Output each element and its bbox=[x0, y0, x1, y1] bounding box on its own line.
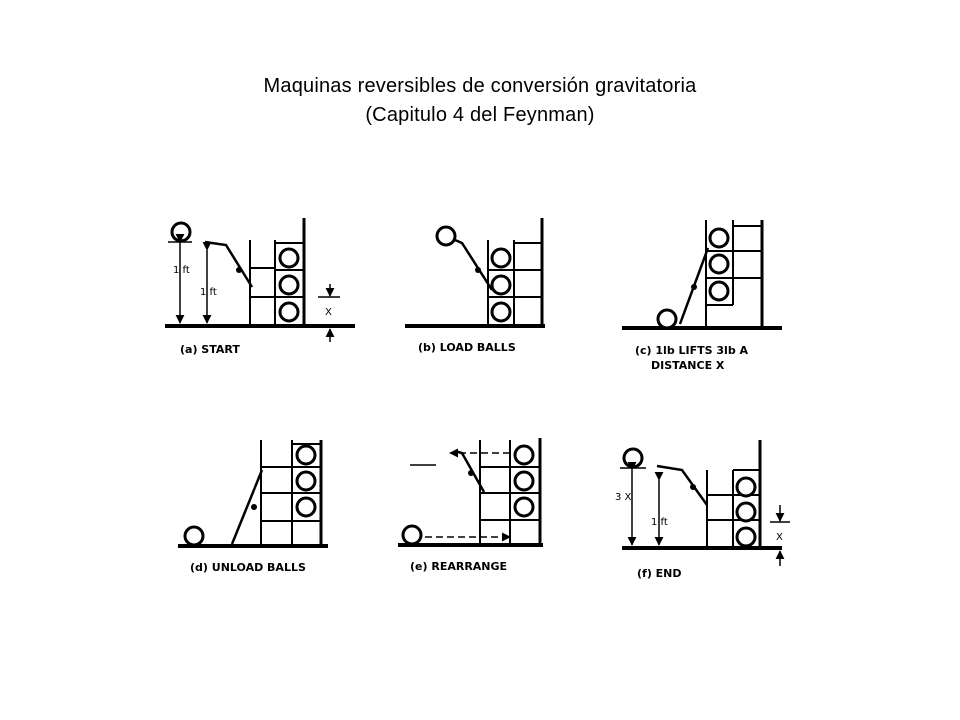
single-ball bbox=[435, 225, 457, 247]
lever bbox=[230, 469, 264, 545]
panel-d-unload-balls: (d) UNLOAD BALLS bbox=[178, 440, 328, 574]
shelf-rack bbox=[260, 440, 323, 546]
ground-bar bbox=[622, 546, 782, 550]
caption-d: (d) UNLOAD BALLS bbox=[190, 561, 306, 574]
panel-e-rearrange: (e) REARRANGE bbox=[398, 438, 543, 573]
balls-end bbox=[735, 476, 757, 548]
panel-c-lift: (c) 1lb LIFTS 3lb A DISTANCE X bbox=[622, 220, 782, 372]
lever-pivot bbox=[475, 267, 481, 273]
label-1ft-right: 1 ft bbox=[200, 287, 217, 298]
shelf-rack bbox=[487, 218, 544, 326]
lever-pivot bbox=[251, 504, 257, 510]
panel-b-load-balls: (b) LOAD BALLS bbox=[405, 218, 545, 354]
ground-bar bbox=[178, 544, 328, 548]
lever bbox=[454, 238, 494, 291]
single-ball bbox=[183, 525, 205, 547]
caption-f: (f) END bbox=[637, 567, 682, 580]
shelf-rack bbox=[479, 438, 542, 545]
ground-bar bbox=[622, 326, 782, 330]
dimension-3x bbox=[620, 461, 646, 546]
single-ball-lowered bbox=[656, 308, 678, 330]
title-line-1: Maquinas reversibles de conversión gravi… bbox=[263, 75, 697, 97]
balls-lifted bbox=[708, 227, 730, 302]
lever-pivot bbox=[468, 470, 474, 476]
caption-c-line2: DISTANCE X bbox=[651, 359, 725, 372]
caption-a: (a) START bbox=[180, 343, 240, 356]
dimension-x bbox=[318, 284, 340, 342]
label-1ft: 1 ft bbox=[651, 517, 668, 528]
lever-pivot bbox=[690, 484, 696, 490]
shelf-rack bbox=[249, 218, 306, 326]
panel-f-end: 3 X 1 ft X (f) END bbox=[615, 440, 790, 580]
label-1ft-left: 1 ft bbox=[173, 265, 190, 276]
title-line-2: (Capitulo 4 del Feynman) bbox=[365, 104, 595, 126]
single-ball bbox=[622, 447, 644, 469]
balls-on-lever bbox=[490, 247, 512, 323]
single-ball bbox=[170, 221, 192, 243]
lever bbox=[656, 464, 709, 506]
lever-pivot bbox=[236, 267, 242, 273]
balls-unloaded bbox=[295, 444, 317, 518]
label-x: X bbox=[325, 307, 332, 318]
label-3x: 3 X bbox=[615, 492, 632, 503]
rearrange-arrows bbox=[410, 448, 511, 542]
ground-bar bbox=[405, 324, 545, 328]
caption-e: (e) REARRANGE bbox=[410, 560, 507, 573]
lever-pivot bbox=[691, 284, 697, 290]
dimension-1ft-left bbox=[168, 233, 192, 324]
lever bbox=[204, 240, 254, 288]
shelf-rack bbox=[705, 220, 764, 328]
ground-bar bbox=[165, 324, 355, 328]
balls-rearranged bbox=[513, 444, 535, 518]
caption-b: (b) LOAD BALLS bbox=[418, 341, 516, 354]
ground-bar bbox=[398, 543, 543, 547]
panel-a-start: 1 ft 1 ft X (a) START bbox=[165, 218, 355, 356]
balls-in-rack bbox=[278, 247, 300, 323]
dimension-x bbox=[770, 505, 790, 566]
single-ball bbox=[401, 524, 423, 546]
label-x: X bbox=[776, 532, 783, 543]
caption-c-line1: (c) 1lb LIFTS 3lb A bbox=[635, 344, 749, 357]
